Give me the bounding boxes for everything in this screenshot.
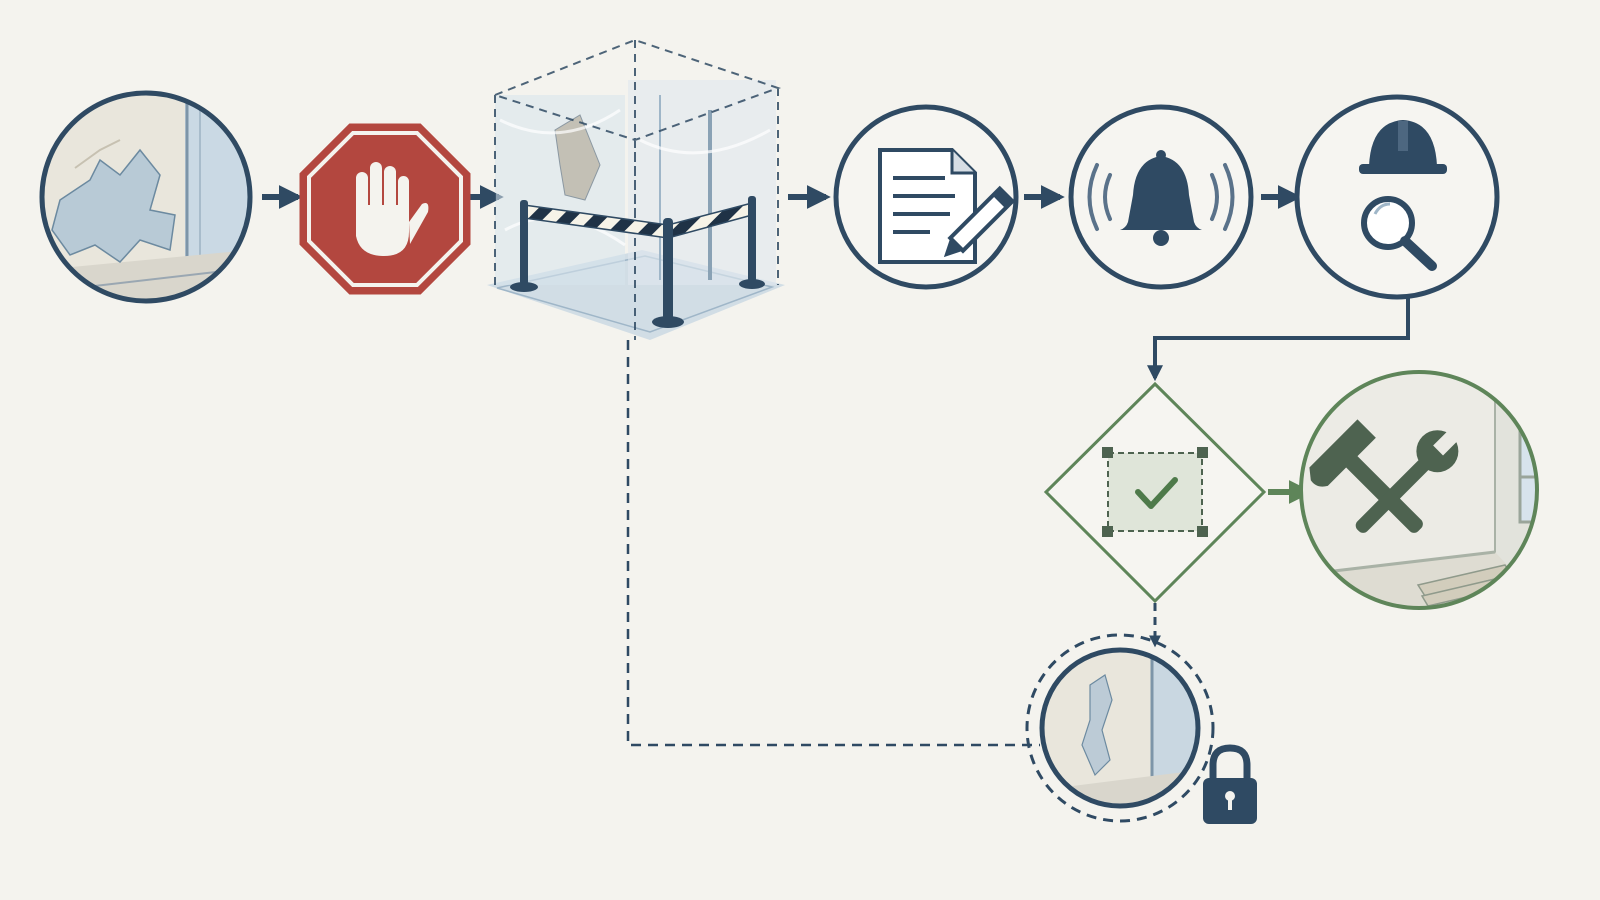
step-document — [833, 104, 1019, 290]
step-inspection — [1294, 94, 1500, 300]
padlock-icon — [1203, 744, 1257, 824]
pencil-icon — [943, 185, 1016, 258]
containment-dashed-frame — [492, 38, 782, 340]
connector-containment-to-locked — [626, 340, 1040, 747]
magnifier-icon — [1361, 196, 1437, 271]
step-stop-work — [299, 123, 471, 295]
step-repair — [1299, 370, 1539, 610]
stop-hand-icon — [356, 162, 429, 256]
bell-alert-icon — [1087, 150, 1235, 246]
step-damaged-wall — [39, 90, 253, 304]
checkmark-icon — [1135, 477, 1178, 509]
step-containment — [487, 38, 785, 340]
hammer-wrench-icon — [1309, 419, 1461, 533]
peeling-paint-icon — [51, 148, 176, 263]
connector-inspection-to-check — [1147, 297, 1410, 382]
step-clearance-check — [1043, 381, 1267, 604]
barrier-posts — [510, 196, 765, 328]
step-locked-area — [1025, 633, 1257, 824]
hardhat-icon — [1359, 120, 1447, 174]
step-notify — [1068, 104, 1254, 290]
